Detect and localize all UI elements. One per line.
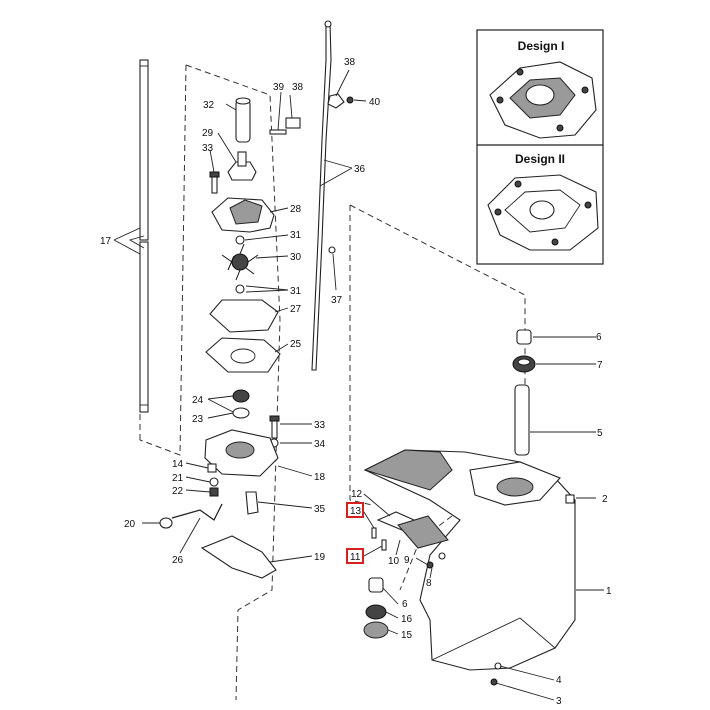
callout-5: 5 (597, 428, 603, 439)
callout-31-bottom: 31 (290, 286, 302, 297)
callout-18: 18 (314, 472, 326, 483)
callout-24: 24 (192, 395, 204, 406)
inset-title-design-2: Design II (515, 152, 565, 166)
callout-12: 12 (351, 489, 363, 500)
leader-lines (113, 69, 604, 701)
callout-2: 2 (602, 494, 608, 505)
callout-40: 40 (369, 97, 381, 108)
callout-7: 7 (597, 360, 603, 371)
gear-housing-part-1 (363, 449, 576, 671)
callout-22: 22 (172, 486, 184, 497)
callout-38-right: 38 (344, 57, 356, 68)
design-2-housing-illustration (487, 174, 599, 251)
callout-1: 1 (606, 586, 612, 597)
callout-9: 9 (404, 555, 410, 566)
callout-31-top: 31 (290, 230, 302, 241)
callout-32: 32 (203, 100, 215, 111)
callout-34: 34 (314, 439, 326, 450)
callout-15: 15 (401, 630, 413, 641)
callout-37: 37 (331, 295, 343, 306)
shift-linkage-parts (269, 93, 354, 254)
callout-6-bottom: 6 (402, 599, 408, 610)
inset-title-design-1: Design I (518, 39, 565, 53)
callout-29: 29 (202, 128, 214, 139)
callout-35: 35 (314, 504, 326, 515)
callout-6-top: 6 (596, 332, 602, 343)
drive-shaft-part-17 (128, 59, 149, 413)
callout-36: 36 (354, 164, 366, 175)
design-1-housing-illustration (489, 61, 597, 139)
callout-21: 21 (172, 473, 184, 484)
callout-4: 4 (556, 675, 562, 686)
callout-33-bottom: 33 (314, 420, 326, 431)
callout-8: 8 (426, 578, 432, 589)
callout-14: 14 (172, 459, 184, 470)
water-pump-parts (159, 97, 281, 579)
callout-38-left: 38 (292, 82, 304, 93)
highlight-box-11 (346, 548, 364, 564)
shift-shaft-part-36 (311, 20, 332, 371)
callout-labels: 6 7 5 2 1 4 3 12 13 11 10 9 8 6 16 15 17… (100, 57, 612, 707)
callout-20: 20 (124, 519, 136, 530)
callout-3: 3 (556, 696, 562, 707)
callout-26: 26 (172, 555, 184, 566)
callout-33-top: 33 (202, 143, 214, 154)
callout-13: 13 (350, 506, 362, 517)
design-inset-box: Design I Design II (476, 29, 604, 265)
callout-17: 17 (100, 236, 112, 247)
impeller-part-30 (221, 243, 259, 281)
highlight-boxes (346, 502, 364, 564)
callout-28: 28 (290, 204, 302, 215)
callout-11: 11 (350, 552, 361, 563)
callout-39: 39 (273, 82, 285, 93)
callout-10: 10 (388, 556, 400, 567)
callout-25: 25 (290, 339, 302, 350)
highlight-box-13 (346, 502, 364, 518)
callout-30: 30 (290, 252, 302, 263)
callout-19: 19 (314, 552, 326, 563)
callout-23: 23 (192, 414, 204, 425)
callout-27: 27 (290, 304, 302, 315)
callout-16: 16 (401, 614, 413, 625)
